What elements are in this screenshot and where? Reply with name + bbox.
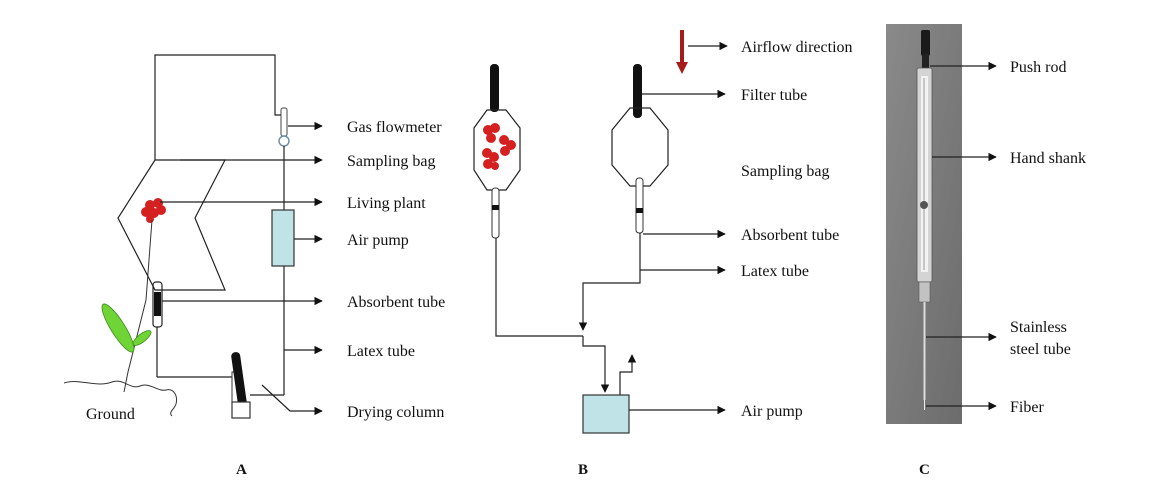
label-sampling-bag-b: Sampling bag bbox=[741, 163, 829, 180]
air-pump-a bbox=[271, 209, 295, 267]
sampling-bag-b-left bbox=[473, 109, 521, 191]
drying-column-icon bbox=[231, 352, 251, 419]
label-fiber: Fiber bbox=[1010, 399, 1044, 416]
living-plant-icon bbox=[482, 123, 516, 170]
panel-a-label: A bbox=[236, 462, 247, 478]
label-latex-tube-a: Latex tube bbox=[347, 343, 415, 360]
label-living-plant: Living plant bbox=[347, 195, 426, 212]
air-pump-b bbox=[582, 394, 630, 434]
label-hand-shank: Hand shank bbox=[1010, 150, 1086, 167]
sampling-bag-b-right bbox=[611, 107, 669, 187]
label-air-pump-a: Air pump bbox=[347, 232, 409, 249]
label-drying-column: Drying column bbox=[347, 404, 444, 421]
label-latex-tube-b: Latex tube bbox=[741, 263, 809, 280]
panel-c: Push rod Hand shank Stainless steel tube… bbox=[886, 24, 1086, 478]
sampling-bag-a bbox=[117, 159, 226, 291]
label-sampling-bag-a: Sampling bag bbox=[347, 153, 435, 170]
label-stainless-line1: Stainless bbox=[1010, 319, 1067, 336]
label-push-rod: Push rod bbox=[1010, 59, 1066, 76]
label-absorbent-tube-a: Absorbent tube bbox=[347, 294, 445, 311]
ground-line bbox=[63, 380, 177, 417]
label-air-pump-b: Air pump bbox=[741, 403, 803, 420]
label-filter-tube: Filter tube bbox=[741, 87, 807, 104]
label-absorbent-tube-b: Absorbent tube bbox=[741, 227, 839, 244]
label-stainless-line2: steel tube bbox=[1010, 341, 1071, 358]
leaf-icon bbox=[101, 303, 135, 353]
panel-a: Gas flowmeter Sampling bag Living plant … bbox=[63, 54, 445, 478]
leaf-icon bbox=[132, 330, 152, 346]
label-gas-flowmeter: Gas flowmeter bbox=[347, 119, 442, 136]
panel-c-label: C bbox=[919, 462, 930, 478]
panel-b: Airflow direction bbox=[473, 30, 853, 478]
panel-b-label: B bbox=[578, 462, 588, 478]
label-airflow-direction: Airflow direction bbox=[741, 39, 853, 56]
label-ground: Ground bbox=[86, 406, 135, 423]
airflow-direction-icon bbox=[676, 30, 688, 74]
gas-flowmeter-icon bbox=[278, 107, 290, 147]
